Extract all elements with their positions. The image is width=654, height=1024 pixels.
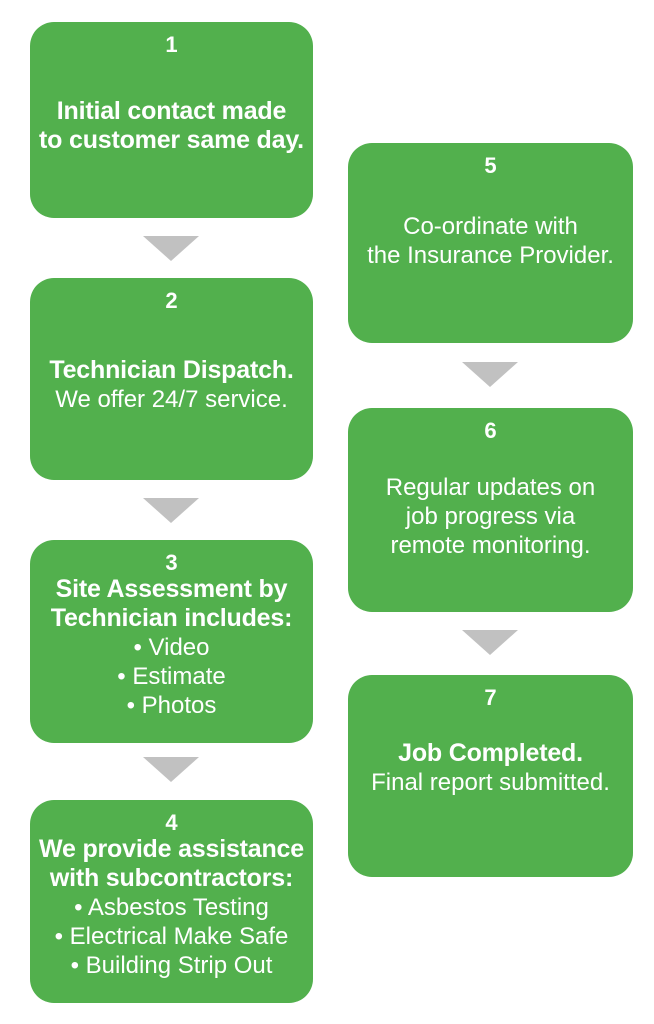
step-6-number: 6: [484, 418, 497, 443]
step-4-bullet-item: • Asbestos Testing: [74, 894, 269, 921]
step-6-box: 6 Regular updates on job progress via re…: [348, 408, 633, 612]
down-arrow-icon: [143, 498, 199, 523]
down-arrow-icon: [462, 362, 518, 387]
step-7-number: 7: [484, 685, 497, 710]
step-1-box: 1 Initial contact made to customer same …: [30, 22, 313, 218]
step-5-text-line: Co-ordinate with: [403, 213, 578, 240]
step-3-number: 3: [165, 550, 178, 575]
step-4-box: 4 We provide assistance with subcontract…: [30, 800, 313, 1003]
step-3-bullet-item: • Estimate: [117, 663, 226, 690]
step-7-box: 7 Job Completed. Final report submitted.: [348, 675, 633, 877]
step-3-content: Site Assessment by Technician includes: …: [30, 540, 313, 743]
step-1-number: 1: [165, 32, 178, 57]
step-2-content: Technician Dispatch. We offer 24/7 servi…: [30, 278, 313, 480]
step-7-content: Job Completed. Final report submitted.: [348, 675, 633, 877]
step-6-text-line: Regular updates on: [385, 473, 596, 501]
step-4-title-line: with subcontractors:: [49, 864, 294, 892]
step-7-subtext-line: Final report submitted.: [371, 769, 610, 796]
step-5-number: 5: [484, 153, 497, 178]
step-4-bullet-item: • Electrical Make Safe: [54, 923, 289, 950]
step-5-content: Co-ordinate with the Insurance Provider.: [348, 143, 633, 343]
step-3-bullet-item: • Video: [133, 634, 210, 661]
step-3-box: 3 Site Assessment by Technician includes…: [30, 540, 313, 743]
step-2-title-line: Technician Dispatch.: [49, 356, 294, 384]
step-2-number: 2: [165, 288, 178, 313]
step-2-box: 2 Technician Dispatch. We offer 24/7 ser…: [30, 278, 313, 480]
step-1-title-line: to customer same day.: [39, 126, 304, 154]
step-4-bullet-item: • Building Strip Out: [70, 952, 273, 979]
down-arrow-icon: [143, 757, 199, 782]
step-3-bullet-item: • Photos: [126, 692, 217, 719]
step-2-subtext-line: We offer 24/7 service.: [55, 386, 288, 413]
down-arrow-icon: [143, 236, 199, 261]
step-4-content: We provide assistance with subcontractor…: [30, 800, 313, 1003]
step-6-content: Regular updates on job progress via remo…: [348, 408, 633, 612]
step-1-title-line: Initial contact made: [56, 97, 287, 125]
step-7-title-line: Job Completed.: [398, 739, 583, 767]
step-1-content: Initial contact made to customer same da…: [30, 22, 313, 218]
step-4-title-line: We provide assistance: [39, 835, 304, 863]
down-arrow-icon: [462, 630, 518, 655]
step-4-number: 4: [165, 810, 178, 835]
step-3-title-line: Technician includes:: [50, 604, 293, 632]
step-6-text-line: job progress via: [405, 502, 576, 530]
step-5-box: 5 Co-ordinate with the Insurance Provide…: [348, 143, 633, 343]
step-5-text-line: the Insurance Provider.: [367, 242, 614, 269]
step-6-text-line: remote monitoring.: [390, 531, 591, 559]
step-3-title-line: Site Assessment by: [55, 575, 288, 603]
